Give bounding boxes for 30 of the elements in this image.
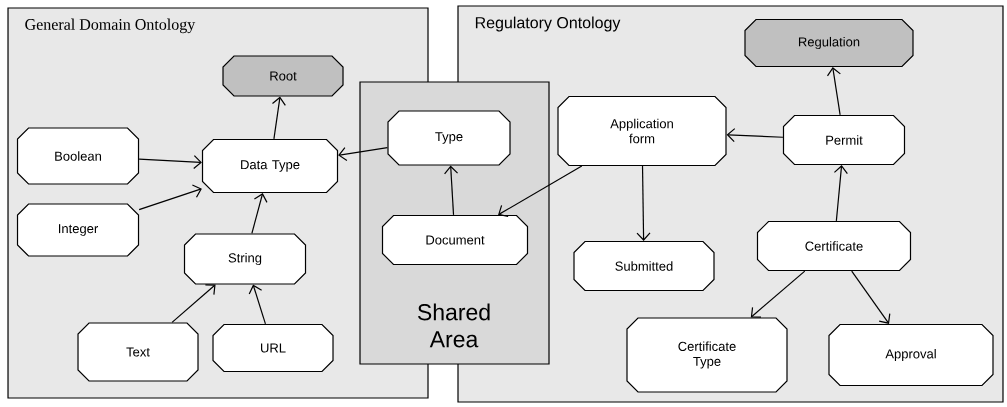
arrow — [498, 165, 583, 218]
class-octagon: Text — [77, 322, 199, 382]
arrow — [138, 154, 202, 170]
class-octagon: Data Type — [201, 138, 339, 194]
class-octagon: Root — [222, 55, 344, 97]
class-octagon: Certificate Type — [626, 317, 788, 393]
arrow — [171, 284, 216, 323]
arrow — [251, 193, 268, 234]
class-octagon: Integer — [16, 203, 140, 257]
arrow — [248, 284, 267, 325]
arrow — [636, 165, 651, 241]
class-octagon: Boolean — [16, 127, 140, 185]
arrow — [138, 184, 202, 211]
class-octagon: Permit — [782, 114, 906, 166]
arrow — [338, 147, 388, 162]
class-octagon: String — [183, 233, 307, 285]
class-octagon: Submitted — [573, 240, 715, 292]
class-octagon: Approval — [828, 323, 994, 387]
arrow — [444, 165, 459, 216]
arrow — [826, 67, 841, 116]
class-octagon: Type — [387, 110, 511, 166]
arrow — [726, 128, 784, 143]
arrow — [750, 270, 806, 318]
arrow — [851, 270, 891, 324]
class-octagon: Document — [381, 214, 529, 266]
arrow — [833, 165, 848, 222]
class-octagon: URL — [212, 323, 334, 373]
arrow — [271, 96, 286, 140]
class-octagon: Regulation — [744, 18, 914, 68]
class-octagon: Certificate — [756, 220, 912, 272]
